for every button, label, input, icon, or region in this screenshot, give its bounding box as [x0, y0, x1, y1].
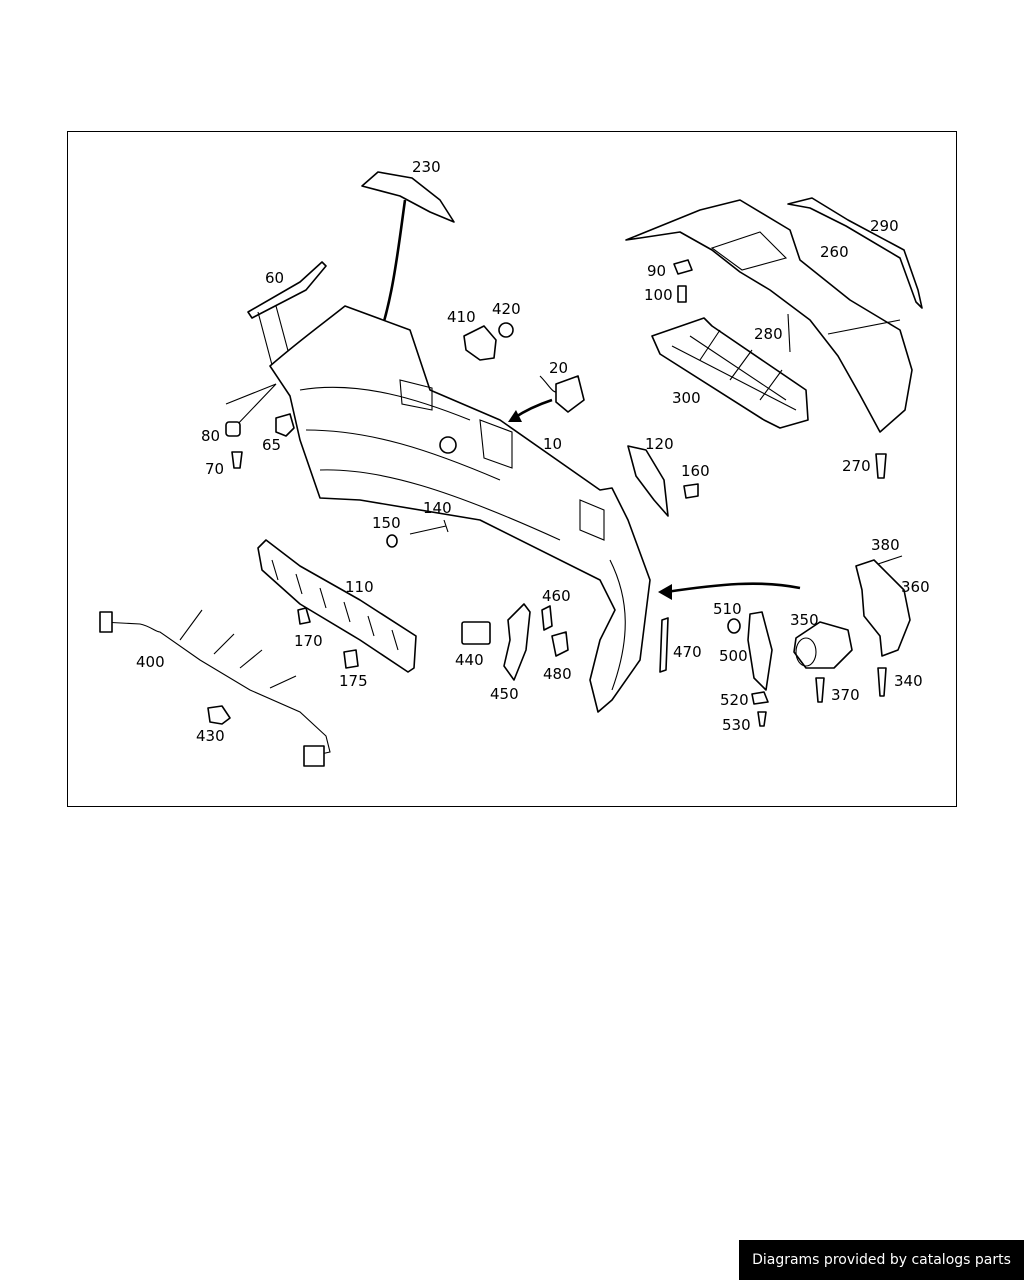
arrow-350 — [665, 582, 801, 594]
part-290-strip — [787, 197, 923, 309]
part-label-380: 380 — [871, 536, 900, 554]
part-520-clip — [751, 691, 769, 705]
part-300-carrier — [651, 317, 809, 429]
part-label-350: 350 — [790, 611, 819, 629]
part-175-clip — [343, 649, 359, 669]
part-440-block — [461, 621, 491, 645]
part-10-ribs — [299, 379, 626, 691]
part-400-harness — [101, 609, 331, 757]
part-410-sensor — [463, 325, 497, 361]
part-label-420: 420 — [492, 300, 521, 318]
part-480-clip — [551, 631, 569, 657]
arrowhead-20 — [508, 410, 522, 422]
diagram-frame — [67, 131, 957, 807]
part-label-150: 150 — [372, 514, 401, 532]
part-140-bolt — [409, 519, 449, 535]
part-370-screw — [815, 677, 825, 703]
part-350-opening — [795, 637, 817, 667]
part-470-strip — [659, 617, 669, 673]
part-230-trim — [361, 171, 455, 223]
part-label-510: 510 — [713, 600, 742, 618]
part-label-440: 440 — [455, 651, 484, 669]
part-360-bracket — [855, 559, 911, 657]
part-65-clip — [275, 413, 295, 437]
part-380-pin — [877, 555, 903, 565]
part-400-connector-right — [303, 745, 325, 767]
part-label-80: 80 — [201, 427, 220, 445]
part-160-clip — [683, 483, 699, 499]
part-150-washer — [386, 534, 398, 548]
part-340-rivet — [877, 667, 887, 697]
part-label-140: 140 — [423, 499, 452, 517]
part-label-260: 260 — [820, 243, 849, 261]
part-label-110: 110 — [345, 578, 374, 596]
part-100-screw — [677, 285, 687, 303]
part-label-20: 20 — [549, 359, 568, 377]
part-label-70: 70 — [205, 460, 224, 478]
part-label-120: 120 — [645, 435, 674, 453]
part-label-410: 410 — [447, 308, 476, 326]
part-label-360: 360 — [901, 578, 930, 596]
part-label-450: 450 — [490, 685, 519, 703]
part-110-absorber — [257, 539, 417, 673]
part-labels: 230 290 260 60 90 100 410 420 280 20 300… — [136, 158, 930, 745]
part-300-grid — [671, 329, 797, 411]
part-20-wire — [539, 375, 557, 393]
part-260-diffuser — [625, 199, 913, 433]
part-label-230: 230 — [412, 158, 441, 176]
arrowhead-350 — [658, 584, 672, 600]
part-label-480: 480 — [543, 665, 572, 683]
part-430-grommet — [207, 705, 231, 725]
part-450-bracket — [503, 603, 531, 681]
part-270-rivet — [875, 453, 887, 479]
part-60-strip — [247, 261, 327, 319]
part-label-470: 470 — [673, 643, 702, 661]
part-label-280: 280 — [754, 325, 783, 343]
part-110-ribs — [271, 559, 399, 651]
part-70-screw — [231, 451, 243, 469]
part-label-500: 500 — [719, 647, 748, 665]
part-20-cap — [555, 375, 585, 413]
part-10-bumper-cover — [269, 305, 651, 713]
part-label-65: 65 — [262, 436, 281, 454]
part-label-530: 530 — [722, 716, 751, 734]
part-label-270: 270 — [842, 457, 871, 475]
part-420-ring — [498, 322, 514, 338]
part-400-connector-left — [99, 611, 113, 633]
part-260-grille — [710, 231, 901, 335]
part-80-clip — [225, 421, 241, 437]
part-label-170: 170 — [294, 632, 323, 650]
arrow-20 — [513, 398, 553, 420]
credit-text: Diagrams provided by catalogs parts — [752, 1252, 1011, 1268]
part-10-sensor-hole — [439, 436, 457, 454]
part-120-bracket — [627, 445, 669, 517]
part-label-175: 175 — [339, 672, 368, 690]
part-label-60: 60 — [265, 269, 284, 287]
leader-80 — [225, 383, 277, 429]
part-280-rivet — [787, 313, 791, 353]
part-500-bracket — [747, 611, 773, 691]
part-label-90: 90 — [647, 262, 666, 280]
part-510-nut — [727, 618, 741, 634]
part-label-400: 400 — [136, 653, 165, 671]
part-label-460: 460 — [542, 587, 571, 605]
credit-banner: Diagrams provided by catalogs parts — [739, 1240, 1024, 1280]
part-460-pad — [541, 605, 553, 631]
part-label-340: 340 — [894, 672, 923, 690]
part-label-290: 290 — [870, 217, 899, 235]
part-label-100: 100 — [644, 286, 673, 304]
part-170-clip — [297, 607, 311, 625]
part-label-10: 10 — [543, 435, 562, 453]
part-90-nut — [673, 259, 693, 275]
part-530-screw — [757, 711, 767, 727]
part-label-160: 160 — [681, 462, 710, 480]
part-label-430: 430 — [196, 727, 225, 745]
part-label-520: 520 — [720, 691, 749, 709]
part-label-370: 370 — [831, 686, 860, 704]
part-label-300: 300 — [672, 389, 701, 407]
